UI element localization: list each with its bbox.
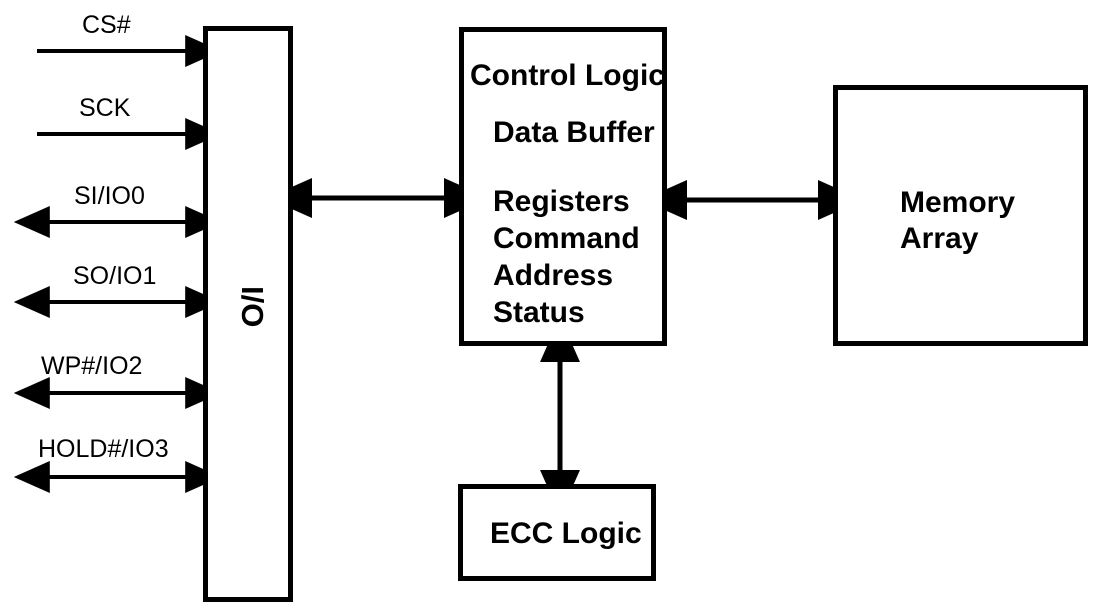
signal-label-hold-io3: HOLD#/IO3	[38, 435, 169, 463]
control-logic-command: Command	[493, 222, 640, 255]
control-logic-block[interactable]: Control Logic Data Buffer Registers Comm…	[459, 27, 667, 346]
signal-label-so-io1: SO/IO1	[73, 262, 157, 290]
control-logic-status: Status	[493, 296, 585, 329]
signal-label-sck: SCK	[79, 94, 131, 122]
signal-label-wp-io2: WP#/IO2	[41, 352, 143, 380]
ecc-logic-label: ECC Logic	[490, 517, 642, 550]
io-block-label: I/O	[235, 286, 270, 328]
control-logic-address: Address	[493, 259, 614, 292]
memory-array-label-line1: Memory	[900, 186, 1016, 219]
ecc-logic-block[interactable]: ECC Logic	[458, 484, 656, 581]
signal-label-si-io0: SI/IO0	[74, 182, 145, 210]
memory-array-label-line2: Array	[900, 222, 979, 255]
io-block[interactable]: I/O	[203, 26, 293, 602]
control-logic-data-buffer: Data Buffer	[493, 116, 655, 149]
signal-label-cs: CS#	[82, 11, 131, 39]
control-logic-title: Control Logic	[470, 59, 665, 92]
memory-array-block[interactable]: Memory Array	[833, 85, 1088, 346]
control-logic-registers: Registers	[493, 185, 630, 218]
